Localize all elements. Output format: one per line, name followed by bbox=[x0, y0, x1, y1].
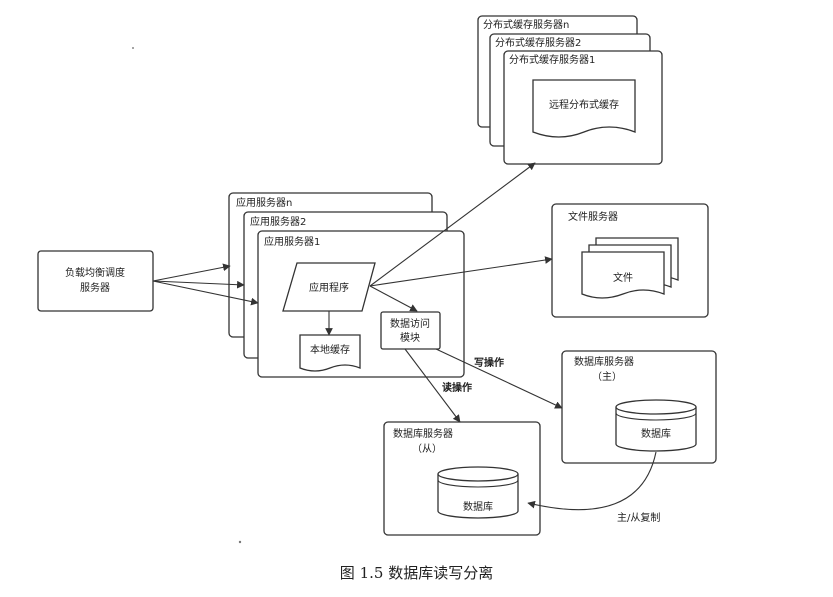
remote-cache-node bbox=[532, 79, 636, 138]
app-to-file-arrow bbox=[369, 256, 553, 287]
app-server-n-label: 应用服务器n bbox=[236, 196, 292, 209]
db-master-cylinder-body bbox=[615, 407, 697, 452]
load-balancer-node: 负载均衡调度 服务器 bbox=[37, 250, 154, 312]
file-doc-label: 文件 bbox=[613, 271, 633, 284]
load-balancer-label-1: 负载均衡调度 bbox=[65, 266, 125, 279]
file-server-label: 文件服务器 bbox=[568, 210, 618, 223]
local-cache-label: 本地缓存 bbox=[310, 343, 350, 356]
db-master-cylinder-ring bbox=[615, 412, 697, 421]
load-balancer-label-2: 服务器 bbox=[80, 281, 110, 294]
db-slave-sub: （从） bbox=[412, 443, 442, 455]
read-edge-label: 读操作 bbox=[442, 381, 472, 394]
scan-speck bbox=[238, 540, 242, 544]
db-master-node: 数据库服务器 （主） 数据库 bbox=[561, 350, 717, 464]
remote-cache-label: 远程分布式缓存 bbox=[549, 98, 619, 111]
cache-server-n-label: 分布式缓存服务器n bbox=[483, 18, 569, 31]
db-slave-title: 数据库服务器 bbox=[393, 427, 453, 440]
app-to-data-access-arrow bbox=[369, 285, 418, 312]
lb-to-app-n-arrow bbox=[152, 263, 231, 282]
read-arrow bbox=[404, 348, 461, 423]
app-server-1-label: 应用服务器1 bbox=[264, 235, 320, 248]
scan-speck bbox=[132, 47, 134, 49]
db-slave-cylinder-body bbox=[437, 474, 519, 519]
app-server-stack: 应用服务器n 应用服务器2 应用服务器1 应用程序 本地缓存 数据访问 模块 bbox=[228, 192, 465, 378]
file-server-node: 文件服务器 文件 bbox=[551, 203, 709, 318]
db-master-title: 数据库服务器 bbox=[574, 355, 634, 368]
replication-edge-label: 主/从复制 bbox=[617, 511, 660, 524]
write-arrow bbox=[435, 348, 563, 409]
data-access-label-1: 数据访问 bbox=[390, 317, 430, 330]
app-program-label: 应用程序 bbox=[309, 281, 349, 294]
figure-caption: 图 1.5 数据库读写分离 bbox=[339, 564, 494, 582]
db-slave-cylinder-ring bbox=[437, 479, 519, 488]
app-server-2-label: 应用服务器2 bbox=[250, 215, 306, 228]
lb-to-app-1-arrow bbox=[152, 280, 259, 306]
cache-server-2-label: 分布式缓存服务器2 bbox=[495, 36, 581, 49]
db-master-cylinder-top bbox=[615, 399, 697, 415]
cache-server-1-label: 分布式缓存服务器1 bbox=[509, 53, 595, 66]
app-program-node bbox=[282, 262, 376, 312]
local-cache-node bbox=[299, 334, 361, 372]
file-doc-1 bbox=[581, 251, 665, 299]
db-master-db-label: 数据库 bbox=[641, 427, 671, 440]
data-access-label-2: 模块 bbox=[400, 332, 420, 344]
connectors bbox=[152, 162, 657, 511]
lb-to-app-2-arrow bbox=[152, 280, 245, 289]
cache-server-stack: 分布式缓存服务器n 分布式缓存服务器2 分布式缓存服务器1 远程分布式缓存 bbox=[477, 15, 663, 165]
db-master-sub: （主） bbox=[592, 371, 622, 383]
write-edge-label: 写操作 bbox=[474, 356, 504, 369]
app-to-cache-arrow bbox=[369, 162, 536, 287]
db-slave-node: 数据库服务器 （从） 数据库 bbox=[383, 421, 541, 536]
data-access-node bbox=[380, 311, 441, 350]
replication-arrow bbox=[527, 451, 657, 511]
db-slave-db-label: 数据库 bbox=[463, 500, 493, 513]
db-slave-cylinder-top bbox=[437, 466, 519, 482]
